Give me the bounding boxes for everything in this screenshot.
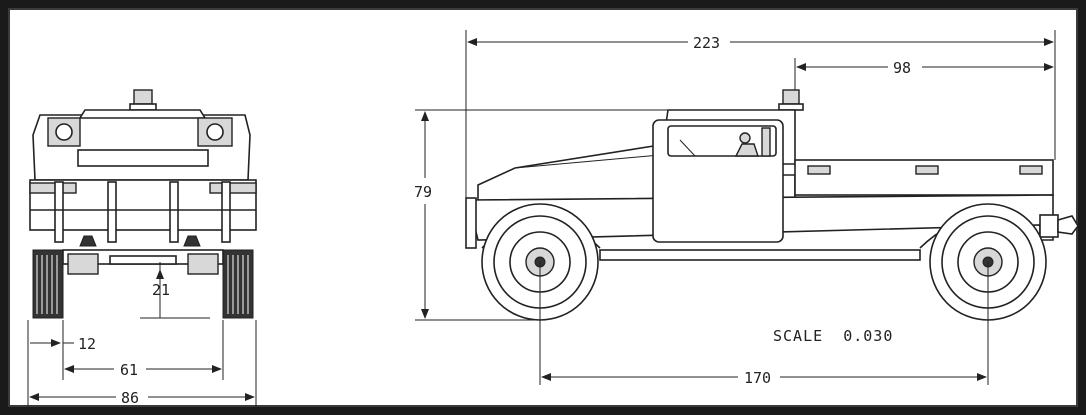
dim-track-width-label: 61	[120, 361, 138, 379]
front-roof	[78, 109, 207, 119]
bull-bar	[30, 181, 256, 243]
rear-hitch-icon	[1039, 214, 1079, 238]
front-view: 21 12 61 86	[27, 89, 257, 408]
beacon-light-icon	[129, 89, 157, 111]
front-windshield	[77, 149, 209, 167]
side-front-bumper	[465, 197, 477, 249]
side-cargo-bed	[794, 159, 1054, 196]
side-rocker	[599, 249, 921, 261]
dim-overall-width-label: 86	[121, 389, 139, 407]
dim-overall-length-label: 223	[693, 34, 720, 52]
dim-overall-length: 223	[467, 34, 1054, 52]
dim-wall-thickness-label: 12	[78, 335, 96, 353]
dim-wall-thickness: 12	[30, 335, 96, 353]
dim-wheelbase: 170	[541, 369, 987, 387]
dim-overall-height: 79	[414, 111, 432, 319]
dim-bed-length: 98	[796, 59, 1054, 77]
dim-wheelbase-label: 170	[744, 369, 771, 387]
dim-overall-width: 86	[29, 389, 255, 407]
side-rear-wheel	[929, 203, 1047, 321]
dim-track-width: 61	[64, 361, 222, 379]
tow-hook-icon	[79, 235, 201, 247]
dim-ground-clearance-label: 21	[152, 281, 170, 299]
side-beacon-light-icon	[778, 89, 804, 111]
driver-icon	[679, 127, 771, 157]
scale-label: SCALE 0.030	[773, 327, 893, 345]
front-left-tire	[32, 249, 64, 319]
side-window	[667, 125, 777, 157]
dim-overall-height-label: 79	[414, 183, 432, 201]
dim-ground-clearance: 21	[140, 269, 210, 319]
dim-bed-length-label: 98	[893, 59, 911, 77]
side-view: 223 98 79 170 SCALE 0.030	[414, 30, 1079, 387]
